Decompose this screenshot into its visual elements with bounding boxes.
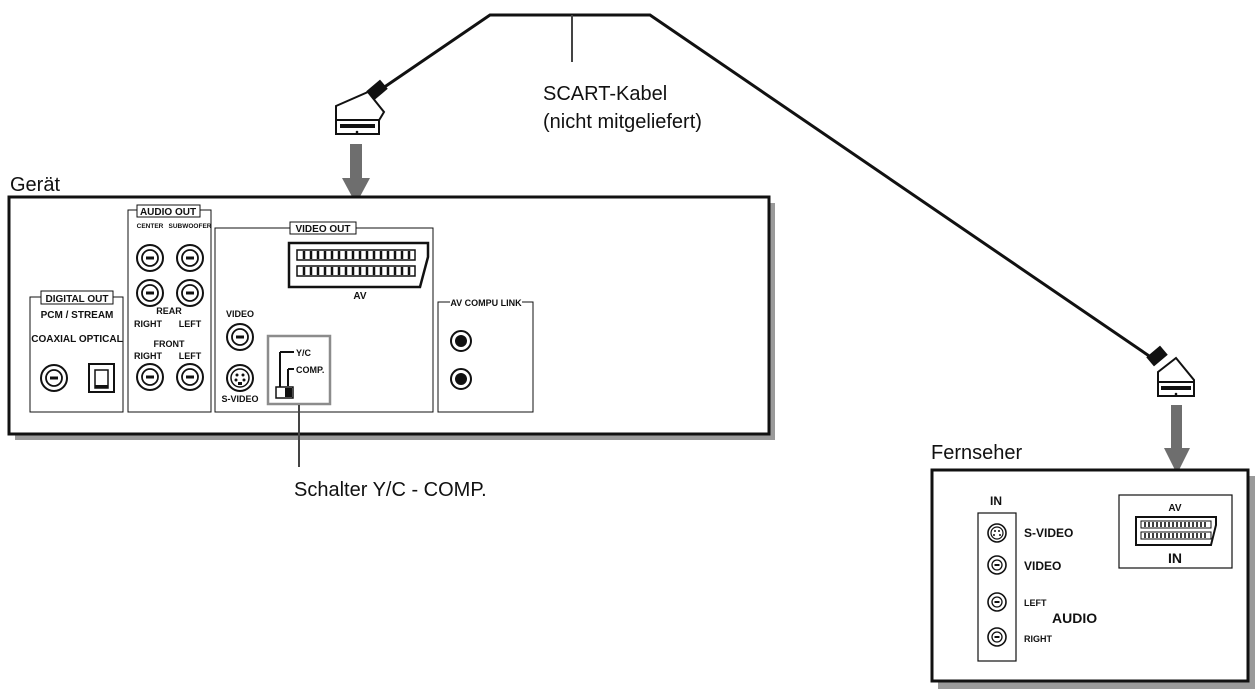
tv-s-video-jack xyxy=(987,523,1007,543)
scart-cable xyxy=(382,13,1156,362)
switch-callout-label: Schalter Y/C - COMP. xyxy=(294,479,487,501)
subwoofer-jack xyxy=(176,244,204,272)
front-right-jack xyxy=(136,363,164,391)
tv-in-label: IN xyxy=(990,494,1002,508)
av-label: AV xyxy=(353,291,366,302)
tv-audio-label: AUDIO xyxy=(1052,610,1097,626)
arrow-to-tv xyxy=(1164,405,1190,474)
tv-label: Fernseher xyxy=(931,442,1022,464)
tv-s-video-label: S-VIDEO xyxy=(1024,526,1073,540)
tv-audio-right-jack xyxy=(987,627,1007,647)
center-jack xyxy=(136,244,164,272)
audio-out-label: AUDIO OUT xyxy=(140,207,196,218)
pcm-stream-label: PCM / STREAM xyxy=(41,310,114,321)
tv-input-strip xyxy=(977,512,1017,662)
optical-port xyxy=(88,363,115,393)
tv-video-jack xyxy=(987,555,1007,575)
compu-link-jack-1 xyxy=(450,330,472,352)
video-label: VIDEO xyxy=(226,309,254,319)
video-out-label: VIDEO OUT xyxy=(295,224,350,235)
scart-socket-av xyxy=(287,241,430,289)
front-label: FRONT xyxy=(154,339,185,349)
front-right-label: RIGHT xyxy=(134,351,163,361)
video-jack xyxy=(226,323,254,351)
s-video-label: S-VIDEO xyxy=(221,394,258,404)
yc-comp-switch[interactable] xyxy=(266,334,332,406)
cable-label-line2: (nicht mitgeliefert) xyxy=(543,111,702,133)
rear-label: REAR xyxy=(156,306,182,316)
rear-right-jack xyxy=(136,279,164,307)
yc-label: Y/C xyxy=(296,348,312,358)
device-panel xyxy=(7,195,771,436)
front-left-jack xyxy=(176,363,204,391)
tv-av-label: AV xyxy=(1168,503,1181,514)
device-label: Gerät xyxy=(10,174,60,196)
tv-panel xyxy=(930,468,1250,683)
rear-left-jack xyxy=(176,279,204,307)
tv-left-label: LEFT xyxy=(1024,598,1047,608)
tv-audio-left-jack xyxy=(987,592,1007,612)
tv-av-box xyxy=(1118,494,1233,569)
cable-label-line1: SCART-Kabel xyxy=(543,83,667,105)
front-left-label: LEFT xyxy=(179,351,202,361)
scart-plug-tv xyxy=(1146,345,1195,397)
coaxial-jack xyxy=(40,364,68,392)
tv-scart-socket xyxy=(1135,516,1217,546)
center-label: CENTER xyxy=(137,223,164,230)
coaxial-optical-label: COAXIAL OPTICAL xyxy=(31,334,122,345)
tv-scart-in-label: IN xyxy=(1168,550,1182,566)
rear-left-label: LEFT xyxy=(179,319,202,329)
s-video-jack xyxy=(226,364,254,392)
subwoofer-label: SUBWOOFER xyxy=(169,223,212,230)
av-compu-link-label: AV COMPU LINK xyxy=(450,298,522,308)
arrow-to-device xyxy=(342,144,370,204)
tv-right-label: RIGHT xyxy=(1024,634,1053,644)
scart-plug-device xyxy=(335,79,388,135)
rear-right-label: RIGHT xyxy=(134,319,163,329)
digital-out-label: DIGITAL OUT xyxy=(46,294,109,305)
compu-link-jack-2 xyxy=(450,368,472,390)
tv-video-label: VIDEO xyxy=(1024,559,1061,573)
comp-label: COMP. xyxy=(296,365,324,375)
